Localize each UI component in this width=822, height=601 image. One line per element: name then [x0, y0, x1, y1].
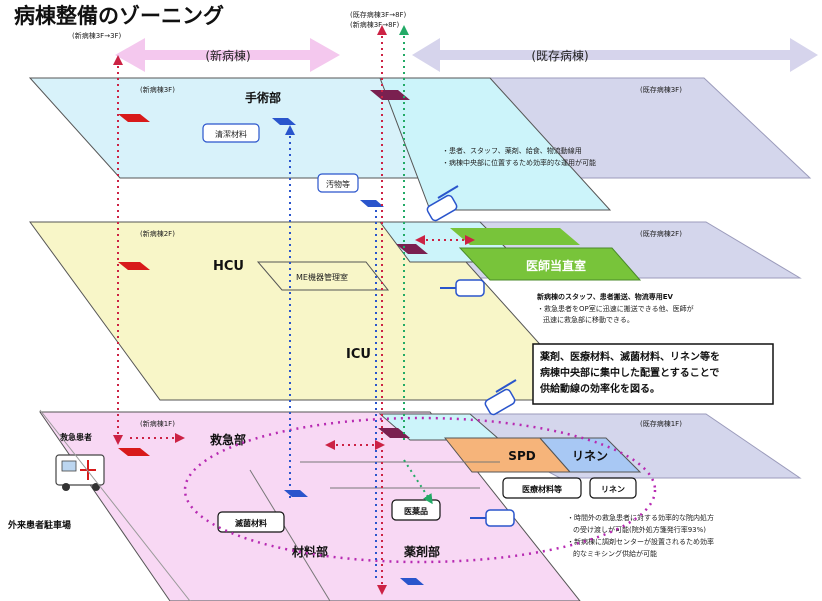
- existing-building-label: (既存病棟): [531, 48, 588, 63]
- floor2-note-2: 迅速に救急部に移動できる。: [543, 315, 634, 324]
- drugs-label: 医薬品: [404, 506, 428, 516]
- floor2-red-mark: [118, 262, 150, 270]
- existing-floors-note-1: (既存病棟3F→8F): [350, 10, 407, 19]
- linen-box-label: リネン: [601, 484, 625, 494]
- supply-callout-2: 病棟中央部に集中した配置とすることで: [540, 366, 719, 379]
- pointing-hand-icon-2: [440, 279, 485, 297]
- floor3-existing-tag: (既存病棟3F): [640, 85, 682, 94]
- road-line: [39, 409, 191, 601]
- new-floors-note: (新病棟3F→3F): [72, 31, 122, 40]
- floor1-new-plate: [39, 411, 581, 601]
- floor2-note-title: 新病棟のスタッフ、患者搬送、物流専用EV: [537, 292, 674, 301]
- floor3-dept-surgery: 手術部: [245, 90, 281, 105]
- medical-materials-label: 医療材料等: [522, 484, 562, 494]
- floor1-existing-tag: (既存病棟1F): [640, 419, 682, 428]
- floor1-note-1: ・時間外の救急患者に対する効率的な院内処方: [567, 513, 714, 522]
- floor2-new-tag: (新病棟2F): [140, 229, 175, 238]
- emergency-patient-label: 救急患者: [60, 432, 92, 442]
- pointing-hand-icon: [426, 185, 459, 222]
- clean-materials-label: 清潔材料: [215, 129, 247, 139]
- duty-room-label: 医師当直室: [526, 258, 586, 273]
- spd-label: SPD: [508, 449, 535, 463]
- page-title: 病棟整備のゾーニング: [14, 4, 224, 28]
- linen-block-label: リネン: [572, 449, 608, 463]
- materials-dept-label: 材料部: [291, 544, 328, 559]
- supply-callout-3: 供給動線の効率化を図る。: [539, 382, 660, 395]
- floor3-red-mark: [118, 114, 150, 122]
- medical-materials-box: [502, 477, 582, 499]
- floor1-note-4: 的なミキシング供給が可能: [573, 549, 657, 558]
- emergency-dept-label: 救急部: [210, 432, 246, 447]
- new-building-arrow: [115, 38, 340, 72]
- pharmacy-dept-label: 薬剤部: [404, 544, 440, 559]
- floor3-core-plate: [379, 77, 612, 211]
- icu-label: ICU: [346, 347, 371, 362]
- existing-building-arrow: [412, 38, 818, 72]
- me-room-label: ME機器管理室: [296, 272, 348, 282]
- floor1-new-tag: (新病棟1F): [140, 419, 175, 428]
- floor3-note-2: ・病棟中央部に位置するため効率的な運用が可能: [442, 158, 596, 167]
- linen-block: [538, 437, 642, 473]
- drug-supply-flow: [403, 459, 433, 505]
- floor2-note-1: ・救急患者をOP室に迅速に搬送できる他、医師が: [537, 304, 694, 313]
- clean-materials-box: [202, 123, 260, 143]
- new-building-label: (新病棟): [205, 48, 250, 63]
- floor3-blue-mark: [272, 118, 296, 125]
- floor2-existing-tag: (既存病棟2F): [640, 229, 682, 238]
- floor3-note-1: ・患者、スタッフ、薬剤、給食、物流動線用: [442, 146, 582, 155]
- waste-label: 汚物等: [326, 179, 350, 189]
- floor1-note-2: の受け渡しが可能(院外処方箋発行率93%): [573, 525, 706, 534]
- floor1-partition-2: [249, 469, 331, 601]
- ambulance-icon: [55, 454, 105, 491]
- hcu-label: HCU: [213, 259, 244, 274]
- floor3-new-tag: (新病棟3F): [140, 85, 175, 94]
- existing-floors-note-2: (新病棟3F→8F): [350, 20, 400, 29]
- supply-callout-box: [532, 343, 774, 405]
- drugs-box: [391, 499, 441, 521]
- linen-box: [589, 477, 637, 499]
- sterile-materials-box: [217, 511, 285, 533]
- central-supply-zone: [183, 416, 657, 564]
- sterile-materials-label: 滅菌材料: [235, 518, 267, 528]
- floor2-green-strip: [450, 228, 580, 245]
- floor1-blue-mark-2: [400, 578, 424, 585]
- floor1-red-mark: [118, 448, 150, 456]
- duty-room-block: [458, 247, 642, 281]
- waste-box: [317, 173, 359, 193]
- parking-label: 外来患者駐車場: [7, 519, 71, 531]
- floor1-note-3: ・新病棟に調剤センターが設置されるため効率: [567, 537, 714, 546]
- floor3-blue-mark-2: [360, 200, 384, 207]
- supply-callout-1: 薬剤、医療材料、滅菌材料、リネン等を: [539, 350, 720, 363]
- pointing-hand-icon-4: [470, 509, 515, 527]
- pointing-hand-icon-3: [484, 379, 517, 416]
